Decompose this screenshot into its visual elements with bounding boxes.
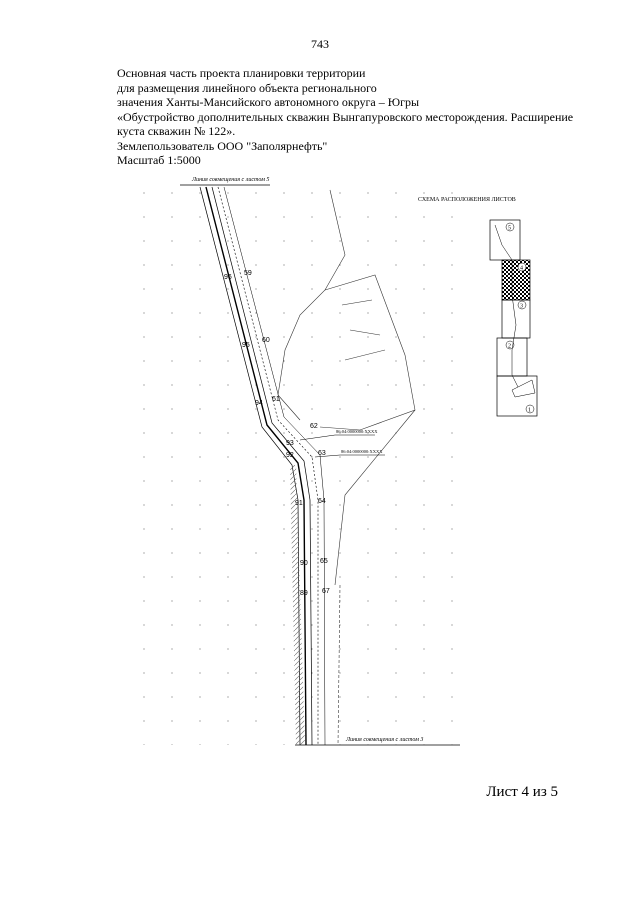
point-label: 94 xyxy=(255,400,263,407)
point-label: 95 xyxy=(242,342,250,349)
point-label: 96 xyxy=(224,274,232,281)
header-line: Землепользователь ООО "Заполярнефть" xyxy=(117,138,328,153)
sheet-number: 5 xyxy=(508,226,511,232)
point-label: 89 xyxy=(300,590,308,597)
point-label: 90 xyxy=(300,560,308,567)
match-line-bottom-label: Линия совмещения с листом 3 xyxy=(345,737,423,743)
callout-label: 86:04:0000000:XXXX xyxy=(336,429,378,434)
point-label: 64 xyxy=(318,498,326,505)
point-label: 65 xyxy=(320,558,328,565)
header-line: Масштаб 1:5000 xyxy=(117,153,201,167)
point-label: 93 xyxy=(286,440,294,447)
sheet-number: 2 xyxy=(508,344,511,350)
match-line-top-label: Линия совмещения с листом 5 xyxy=(191,177,269,183)
sheet-label: Лист 4 из 5 xyxy=(486,784,558,800)
sheet-number: 1 xyxy=(528,408,531,414)
match-line-bottom: Линия совмещения с листом 3 xyxy=(295,737,460,746)
corridor xyxy=(199,186,326,746)
header-line: Основная часть проекта планировки террит… xyxy=(117,66,366,80)
point-label: 62 xyxy=(310,423,318,430)
page-number: 743 xyxy=(311,37,329,51)
point-label: 92 xyxy=(286,452,294,459)
point-label: 59 xyxy=(244,270,252,277)
callouts: 86:04:0000000:XXXX 86:04:0000000:XXXX xyxy=(299,429,385,458)
point-label: 91 xyxy=(295,500,303,507)
point-labels: 96 59 95 60 94 61 93 62 92 63 91 64 90 6… xyxy=(224,270,330,597)
document-header: Основная часть проекта планировки террит… xyxy=(117,66,587,168)
point-label: 61 xyxy=(272,396,280,403)
layout-scheme-title: СХЕМА РАСПОЛОЖЕНИЯ ЛИСТОВ xyxy=(418,197,516,203)
sheet-number: 4 xyxy=(520,266,523,272)
planning-map: Линия совмещения с листом 5 86:04:000000… xyxy=(140,177,538,746)
header-line: куста скважин № 122». xyxy=(117,124,236,138)
header-line: для размещения линейного объекта региона… xyxy=(117,80,377,95)
point-label: 60 xyxy=(262,337,270,344)
match-line-top: Линия совмещения с листом 5 xyxy=(180,177,270,186)
header-line: значения Ханты-Мансийского автономного о… xyxy=(117,95,420,109)
layout-scheme: СХЕМА РАСПОЛОЖЕНИЯ ЛИСТОВ 5 4 3 2 1 xyxy=(418,197,538,417)
well-pad-area xyxy=(277,189,416,746)
header-line: «Обустройство дополнительных скважин Вын… xyxy=(117,109,574,124)
point-label: 63 xyxy=(318,450,326,457)
callout-label: 86:04:0000000:XXXX xyxy=(341,449,383,454)
sheet-number: 3 xyxy=(520,304,523,310)
point-label: 67 xyxy=(322,588,330,595)
